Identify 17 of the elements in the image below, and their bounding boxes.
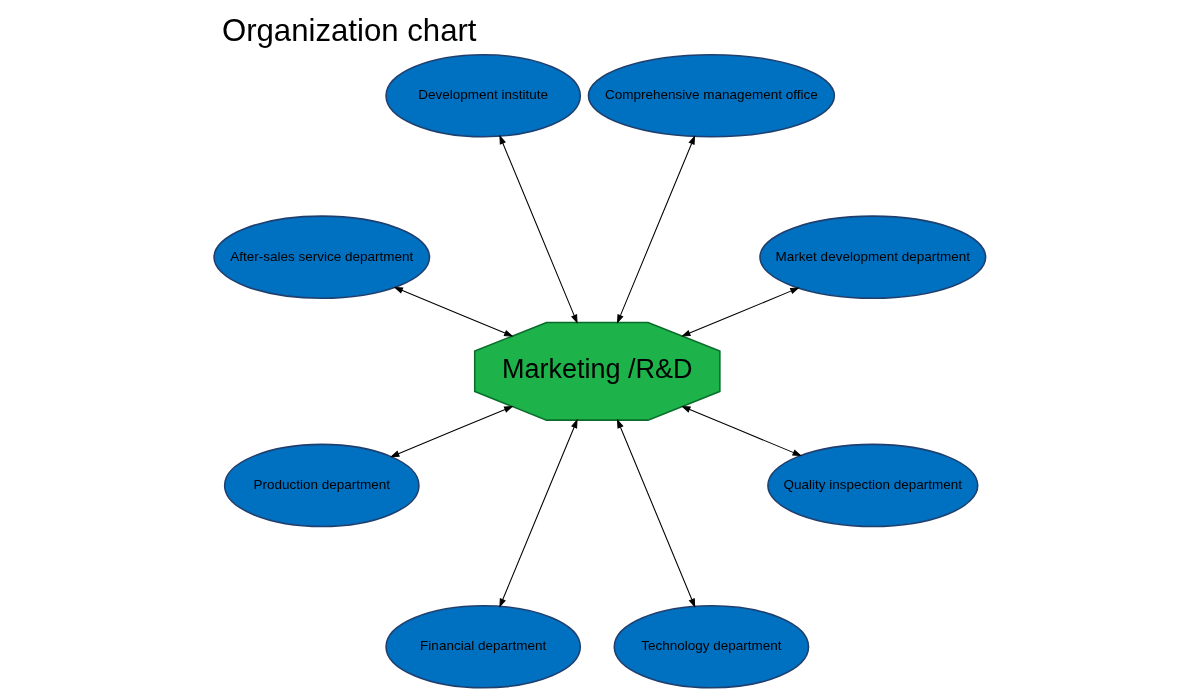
node-ellipse: Market development department <box>759 215 987 299</box>
node-ellipse: After-sales service department <box>213 215 431 299</box>
node-ellipse: Financial department <box>385 605 582 689</box>
arrow <box>499 134 578 324</box>
arrow <box>499 418 578 608</box>
arrow <box>616 135 696 324</box>
node-ellipse: Production department <box>223 443 420 528</box>
arrow <box>393 286 514 337</box>
arrow <box>389 406 514 458</box>
node-ellipse: Comprehensive management office <box>587 53 836 138</box>
diagram-title: Organization chart <box>221 13 477 49</box>
node-ellipse: Development institute <box>385 53 582 138</box>
arrow <box>681 287 800 337</box>
arrow <box>681 406 802 457</box>
arrow <box>616 418 696 608</box>
node-ellipse: Technology department <box>613 605 810 689</box>
node-ellipse: Quality inspection department <box>767 443 979 528</box>
